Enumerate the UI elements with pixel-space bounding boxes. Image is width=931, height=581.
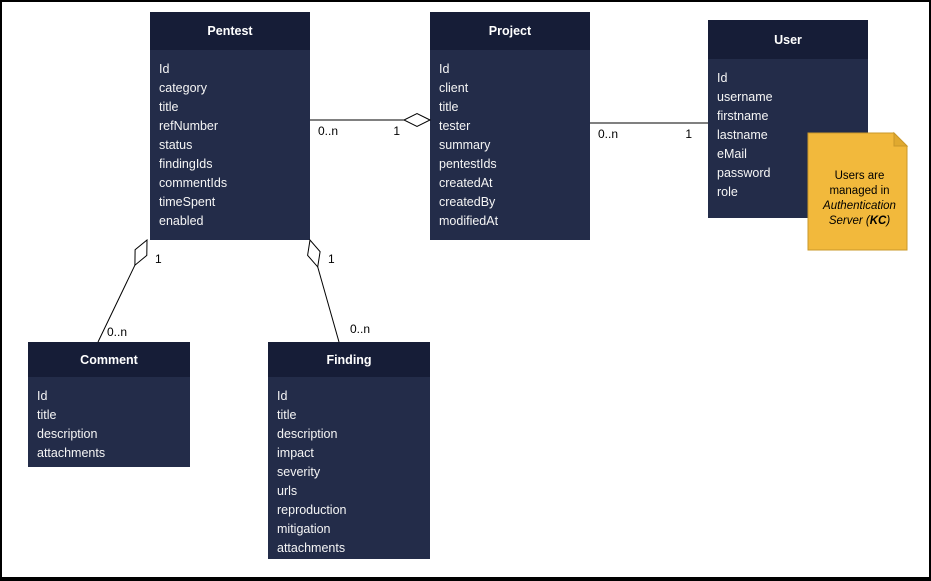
field: enabled	[159, 214, 204, 228]
field: createdAt	[439, 176, 493, 190]
multiplicity-label: 1	[155, 252, 162, 266]
note-line-part: )	[886, 215, 891, 227]
field: password	[717, 166, 771, 180]
field: title	[37, 408, 57, 422]
field: urls	[277, 484, 298, 498]
field: Id	[439, 62, 450, 76]
multiplicity-label: 0..n	[107, 325, 127, 339]
entity-finding: Finding Id title description impact seve…	[268, 342, 430, 559]
field: client	[439, 81, 469, 95]
field: firstname	[717, 109, 769, 123]
entity-user-title: User	[708, 20, 868, 59]
field: tester	[439, 119, 471, 133]
field: impact	[277, 446, 314, 460]
field: Id	[277, 389, 288, 403]
field: role	[717, 185, 738, 199]
field: description	[277, 427, 338, 441]
note-line: managed in	[829, 185, 890, 197]
entity-comment-title: Comment	[28, 342, 190, 377]
entity-pentest: Pentest Id category title refNumber stat…	[150, 12, 310, 240]
field: username	[717, 90, 773, 104]
field: refNumber	[159, 119, 219, 133]
field: summary	[439, 138, 491, 152]
field: Id	[159, 62, 170, 76]
relation-pentest-finding-line	[317, 266, 340, 343]
field: title	[159, 100, 179, 114]
field: reproduction	[277, 503, 347, 517]
entity-comment-fields: Id title description attachments	[28, 377, 190, 467]
field: timeSpent	[159, 195, 216, 209]
field: severity	[277, 465, 321, 479]
entity-finding-title: Finding	[268, 342, 430, 377]
field: findingIds	[159, 157, 213, 171]
field: pentestIds	[439, 157, 497, 171]
multiplicity-label: 0..n	[318, 124, 338, 138]
multiplicity-label: 1	[328, 252, 335, 266]
field: description	[37, 427, 98, 441]
note-line: Users are	[834, 170, 885, 182]
multiplicity-label: 0..n	[598, 127, 618, 141]
field: title	[277, 408, 297, 422]
note-line: Authentication	[823, 200, 896, 212]
note-kc-abbrev: KC	[869, 215, 887, 227]
aggregation-diamond-icon	[402, 112, 432, 128]
sticky-note: Users are managed in Authentication Serv…	[810, 169, 909, 229]
field: lastname	[717, 128, 768, 142]
field: eMail	[717, 147, 747, 161]
field: Id	[37, 389, 48, 403]
note-line-part: Server (	[828, 215, 870, 227]
field: Id	[717, 71, 728, 85]
entity-comment: Comment Id title description attachments	[28, 342, 190, 467]
field: createdBy	[439, 195, 496, 209]
entity-project-fields: Id client title tester summary pentestId…	[430, 50, 590, 240]
field: mitigation	[277, 522, 331, 536]
entity-pentest-title: Pentest	[150, 12, 310, 50]
entity-finding-fields: Id title description impact severity url…	[268, 377, 430, 559]
relation-pentest-comment-line	[97, 264, 136, 343]
multiplicity-label: 1	[685, 127, 692, 141]
entity-pentest-fields: Id category title refNumber status findi…	[150, 50, 310, 240]
entity-project: Project Id client title tester summary p…	[430, 12, 590, 240]
field: category	[159, 81, 207, 95]
multiplicity-label: 0..n	[350, 322, 370, 336]
note-line: Server (KC)	[810, 214, 909, 229]
field: attachments	[37, 446, 106, 460]
sticky-note-fold-icon	[893, 131, 909, 147]
field: modifiedAt	[439, 214, 499, 228]
field: commentIds	[159, 176, 228, 190]
field: status	[159, 138, 193, 152]
field: attachments	[277, 541, 346, 555]
aggregation-diamond-icon	[134, 238, 148, 267]
entity-user-fields: Id username firstname lastname eMail pas…	[708, 59, 868, 218]
entity-user: User Id username firstname lastname eMai…	[708, 20, 868, 218]
multiplicity-label: 1	[393, 124, 400, 138]
aggregation-diamond-icon	[307, 238, 321, 269]
field: title	[439, 100, 459, 114]
entity-project-title: Project	[430, 12, 590, 50]
